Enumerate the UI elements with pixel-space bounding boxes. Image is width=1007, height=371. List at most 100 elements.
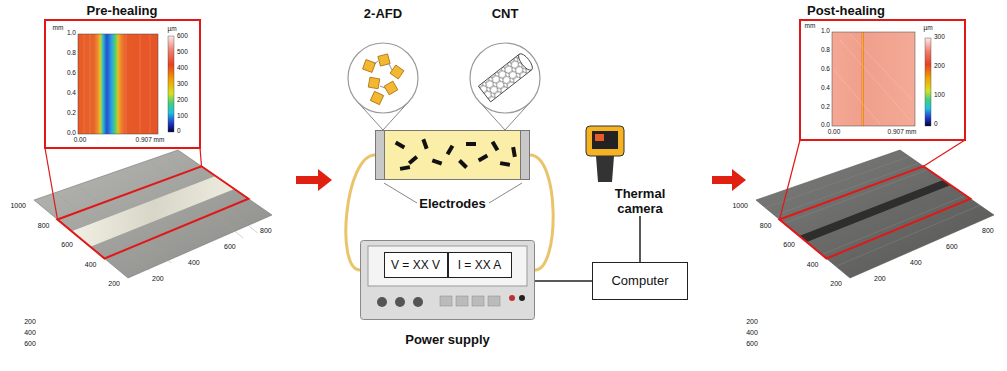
power-supply-illustration bbox=[488, 296, 500, 306]
power-supply-illustration bbox=[519, 295, 525, 301]
axis-tick-label: 800 bbox=[982, 227, 994, 234]
post-healing-surface bbox=[799, 180, 951, 242]
axis-tick-label: 0.907 mm bbox=[888, 129, 917, 136]
sample-illustration bbox=[400, 165, 411, 171]
post-healing-inset bbox=[850, 34, 912, 100]
axis-tick-label: 200 bbox=[108, 280, 120, 287]
molecule-illustration bbox=[368, 77, 380, 89]
axis-tick-label: 0.0 bbox=[821, 122, 830, 129]
post-healing-surface bbox=[756, 150, 994, 278]
pre-healing-surface bbox=[34, 150, 272, 278]
pre-healing-inset bbox=[84, 34, 85, 134]
sample-illustration bbox=[432, 158, 443, 165]
axis-tick-label: 400 bbox=[85, 261, 97, 268]
axis-tick-label: 600 bbox=[224, 243, 236, 250]
pre-healing-inset bbox=[45, 20, 200, 148]
post-healing-surface bbox=[756, 150, 994, 278]
pre-healing-inset bbox=[168, 36, 174, 132]
axis-tick-label: 200 bbox=[934, 63, 945, 70]
axis-tick-label: 1.0 bbox=[821, 28, 830, 35]
axis-tick-label: 0.8 bbox=[821, 47, 830, 54]
leader-line bbox=[489, 183, 522, 203]
axis-tick-label: 600 bbox=[746, 340, 758, 347]
post-healing-surface bbox=[756, 140, 994, 278]
molecule-illustration bbox=[374, 61, 378, 64]
axis-tick-label: 800 bbox=[260, 227, 272, 234]
axis-tick-label: 400 bbox=[807, 261, 819, 268]
axis-tick-label: µm bbox=[167, 26, 176, 33]
axis-tick-label: 600 bbox=[946, 243, 958, 250]
molecule-illustration bbox=[378, 54, 390, 66]
pre-healing-surface bbox=[45, 148, 58, 220]
readout-text: V = XX V bbox=[391, 253, 440, 277]
axis-tick-label: 600 bbox=[177, 33, 188, 40]
power-supply-illustration bbox=[377, 297, 387, 307]
post-healing-inset bbox=[925, 38, 931, 126]
axis-tick-label: 0 bbox=[934, 121, 938, 128]
signal-line bbox=[639, 216, 641, 262]
nanotube-illustration bbox=[470, 43, 540, 113]
sample-illustration bbox=[466, 142, 476, 146]
axis-tick-label: 600 bbox=[61, 241, 73, 248]
power-supply: Power supplyV = XX VI = XX A bbox=[360, 240, 535, 320]
axis-tick-label: 100 bbox=[177, 113, 188, 120]
device-label: Power supply bbox=[405, 332, 490, 347]
axis-tick-label: 800 bbox=[38, 222, 50, 229]
electrode-label: Electrodes bbox=[419, 196, 485, 211]
power-supply-illustration bbox=[395, 297, 405, 307]
axis-tick-label: µm bbox=[923, 25, 932, 32]
pre-healing-inset bbox=[90, 34, 91, 134]
node-heading: CNT bbox=[465, 6, 545, 22]
sample-illustration bbox=[375, 130, 530, 180]
axis-tick-label: mm bbox=[805, 23, 816, 30]
molecule-illustration bbox=[348, 43, 418, 113]
axis-tick-label: 100 bbox=[934, 92, 945, 99]
axis-tick-label: 400 bbox=[24, 329, 36, 336]
power-supply-illustration bbox=[456, 296, 468, 306]
axis-tick-label: 0 bbox=[177, 128, 181, 135]
post-healing-inset bbox=[834, 34, 912, 124]
axis-tick-label: 0.2 bbox=[821, 104, 830, 111]
axis-tick-label: 0.2 bbox=[67, 110, 76, 117]
nanotube-illustration bbox=[469, 42, 541, 114]
axis-tick-label: 800 bbox=[760, 222, 772, 229]
pre-healing-surface bbox=[72, 176, 235, 247]
power-supply-illustration bbox=[440, 296, 500, 306]
axis-tick-label: 0.6 bbox=[821, 66, 830, 73]
axis-tick-label: 400 bbox=[910, 259, 922, 266]
signal-line bbox=[535, 280, 592, 282]
axis-tick-label: 500 bbox=[177, 49, 188, 56]
axis-tick-label: 200 bbox=[152, 275, 164, 282]
post-healing-inset bbox=[800, 20, 965, 140]
axis-tick-label: 0.00 bbox=[828, 129, 841, 136]
axis-tick-label: 200 bbox=[830, 280, 842, 287]
device-label: Thermal camera bbox=[600, 186, 680, 216]
post-healing-inset bbox=[800, 20, 965, 140]
axis-tick-label: 1000 bbox=[732, 202, 748, 209]
axis-tick-label: 200 bbox=[177, 97, 188, 104]
pre-healing-surface bbox=[200, 148, 202, 166]
molecule-illustration bbox=[389, 64, 392, 70]
pre-healing-inset bbox=[126, 34, 127, 134]
axis-tick-label: mm bbox=[53, 25, 64, 32]
post-healing-inset bbox=[832, 32, 915, 126]
sample-illustration bbox=[511, 147, 517, 158]
panel-title: Post-healing bbox=[807, 4, 885, 17]
axis-tick-label: 400 bbox=[746, 329, 758, 336]
sample-illustration bbox=[491, 141, 499, 152]
power-supply-illustration bbox=[519, 295, 525, 301]
sample-illustration bbox=[521, 131, 530, 180]
sample-illustration bbox=[408, 155, 418, 164]
axis-tick-label: 1.0 bbox=[67, 30, 76, 37]
post-healing-surface bbox=[765, 157, 909, 208]
sample-illustration bbox=[421, 139, 428, 150]
molecule-illustration bbox=[347, 42, 419, 114]
post-healing-inset bbox=[840, 40, 910, 120]
axis-tick-label: 200 bbox=[874, 275, 886, 282]
sample-illustration bbox=[395, 141, 406, 149]
power-supply-illustration bbox=[377, 297, 423, 307]
molecule-illustration bbox=[380, 86, 385, 88]
nanotube-illustration bbox=[516, 52, 535, 73]
power-supply-illustration bbox=[368, 246, 527, 286]
